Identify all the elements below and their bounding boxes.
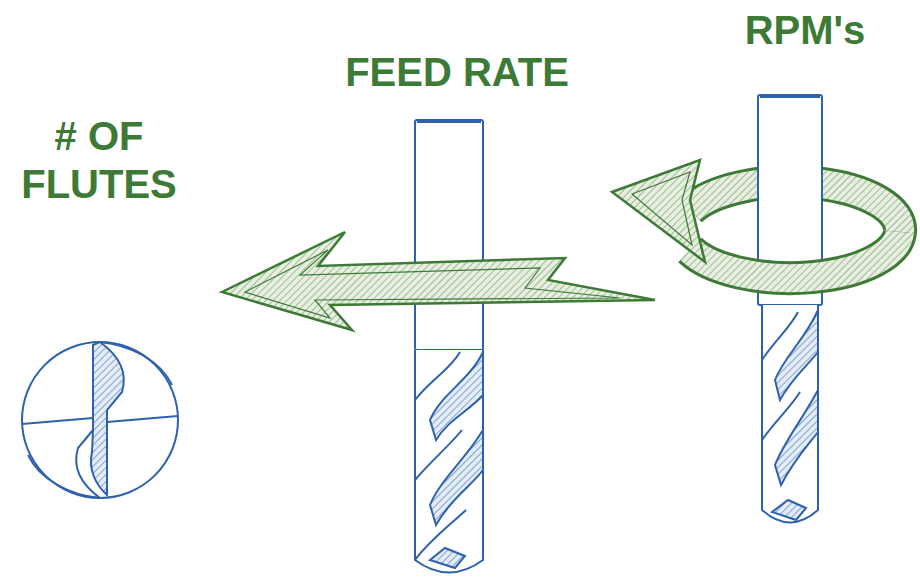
parameter-label: RPM's	[745, 6, 866, 54]
parameter-label: # OF FLUTES	[4, 112, 194, 208]
feed-rate-arrow	[222, 232, 655, 330]
end-mill-side	[415, 120, 483, 573]
parameter-label: FEED RATE	[345, 48, 569, 96]
flute-cross-section	[22, 342, 178, 498]
rpm-arrow-front	[612, 160, 900, 278]
end-mill-rotating	[758, 95, 822, 523]
